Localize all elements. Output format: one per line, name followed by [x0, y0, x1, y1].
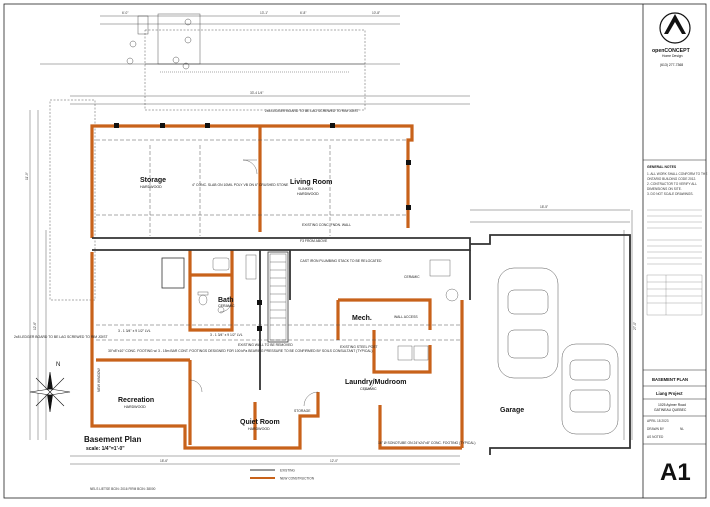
existing-steel-note: EXISTING STEEL POST	[340, 345, 378, 349]
room-labels: Storage HARDWOOD Living Room SUNKEN HARD…	[118, 177, 524, 431]
notes-line-4: DIMENSIONS ON SITE.	[647, 187, 682, 191]
scale-value: AS NOTED	[647, 435, 664, 439]
north-label: N	[56, 362, 60, 368]
beam-note-1: 3 - 1 3/4" x 9 1/2" LVL	[118, 329, 151, 333]
deck-structure	[49, 13, 366, 301]
project-name: Liang Project	[656, 391, 683, 396]
new-construction-walls	[90, 124, 464, 450]
sheet-number: A1	[660, 459, 691, 486]
annotations: 4" CONC. SLAB ON 10MIL POLY VB ON 6" CRU…	[14, 109, 476, 445]
footer-bcin: NELS LIETSE BCIN: 2016 FIRM BCIN: 38000	[90, 487, 156, 491]
company-sub: Home Design	[662, 54, 683, 58]
dim-right-a: 18'-5"	[540, 205, 548, 209]
legend: EXISTING NEW CONSTRUCTION	[250, 469, 315, 481]
address-line-1: 1025 Aylmer Road	[658, 403, 686, 407]
bath-room-name: Bath	[218, 297, 234, 304]
quiet-room-finish: HARDWOOD	[248, 427, 270, 431]
bath-fixtures	[197, 257, 230, 314]
cast-iron-note: CAST IRON PLUMBING STACK TO BE RELOCATED	[300, 259, 382, 263]
company-logo-icon	[659, 12, 691, 44]
slab-note: 4" CONC. SLAB ON 10MIL POLY VB ON 6" CRU…	[192, 183, 289, 187]
storage-room-finish: HARDWOOD	[140, 185, 162, 189]
laundry-room-finish: CERAMIC	[360, 387, 377, 391]
company-name: openCONCEPT	[652, 48, 691, 54]
plan-scale: scale: 1/4"=1'-0"	[86, 446, 125, 452]
drawn-by-value: NL	[680, 427, 684, 431]
dim-top-b: 13'-1"	[260, 11, 268, 15]
garage-cars	[497, 267, 619, 435]
storage-note: STORAGE	[294, 409, 311, 413]
legend-new-label: NEW CONSTRUCTION	[280, 477, 315, 481]
dim-mid-a: 33'-4 1/4"	[250, 91, 263, 95]
drawn-by-label: DRAWN BY	[647, 427, 665, 431]
legend-existing-label: EXISTING	[280, 469, 295, 473]
plan-title: Basement Plan	[84, 435, 141, 444]
general-notes-heading: GENERAL NOTES	[647, 165, 677, 169]
living-room-name: Living Room	[290, 179, 332, 186]
bath-room-finish: CERAMIC	[218, 304, 235, 308]
north-arrow-icon	[29, 371, 71, 413]
wall-access-note: WALL ACCESS	[394, 315, 418, 319]
new-window-note: NEW WINDOW	[97, 367, 101, 392]
stairs	[269, 253, 287, 341]
dim-top-d: 10'-8"	[372, 11, 380, 15]
beams	[96, 139, 460, 341]
steel-posts	[114, 123, 411, 331]
ledger-left-note: 2x8 LEDGER BOARD TO BE LAG SCREWED TO RI…	[14, 335, 108, 339]
recreation-room-name: Recreation	[118, 397, 154, 404]
notes-line-1: 1. ALL WORK SHALL CONFORM TO THE	[647, 172, 707, 176]
living-room-finish: HARDWOOD	[297, 192, 319, 196]
title-block: openCONCEPT Home Design (613) 277-7368 G…	[643, 12, 707, 486]
notes-line-2: ONTARIO BUILDING CODE 2012.	[647, 177, 696, 181]
dim-top-a: 6'-0"	[122, 11, 128, 15]
dim-top-c: 6'-8"	[300, 11, 306, 15]
ceramic-note: CERAMIC	[404, 275, 420, 279]
garage-name: Garage	[500, 407, 524, 414]
laundry-room-name: Laundry/Mudroom	[345, 379, 406, 386]
dimension-lines	[29, 15, 633, 465]
dim-left-a: 11'-9"	[25, 172, 29, 180]
notes-line-3: 2. CONTRACTOR TO VERIFY ALL	[647, 182, 697, 186]
sheet-title: BASEMENT PLAN	[652, 377, 688, 382]
footing-note: 30"x8"x10" CONC. FOOTING w/ 3 - 15m BAR …	[108, 349, 373, 353]
sheet-border	[3, 3, 707, 499]
dim-bot-b: 12'-0"	[330, 459, 338, 463]
dim-bot-a: 18'-6"	[160, 459, 168, 463]
beam-note-2: 3 - 1 3/4" x 9 1/2" LVL	[210, 333, 243, 337]
from-above-note: F3 FROM ABOVE	[300, 239, 328, 243]
living-room-sub: SUNKEN	[298, 187, 313, 191]
ledger-top-note: 2x8 LEDGER BOARD TO BE LAG SCREWED TO RI…	[265, 109, 359, 113]
date-value: APRIL 18 2023	[647, 419, 669, 423]
dim-left-b: 12'-6"	[33, 322, 37, 330]
existing-wall-removed-note: EXISTING WALL TO BE REMOVED	[238, 343, 293, 347]
storage-room-name: Storage	[140, 177, 166, 184]
company-phone: (613) 277-7368	[660, 63, 683, 67]
quiet-room-name: Quiet Room	[240, 419, 280, 426]
existing-wall-note: EXISTING CONC. FNDN. WALL	[302, 223, 351, 227]
existing-walls	[92, 234, 631, 455]
recreation-room-finish: HARDWOOD	[124, 405, 146, 409]
notes-line-5: 3. DO NOT SCALE DRAWINGS.	[647, 192, 694, 196]
doors	[189, 159, 375, 407]
mech-room-name: Mech.	[352, 315, 372, 322]
pier-note: 16" Ø SONOTUBE ON 24"x24"x8" CONC. FOOTI…	[378, 441, 476, 445]
address-line-2: GATINEAU QUEBEC	[654, 408, 687, 412]
dim-right-b: 27'-0"	[633, 322, 637, 330]
laundry-fixtures	[397, 259, 459, 361]
